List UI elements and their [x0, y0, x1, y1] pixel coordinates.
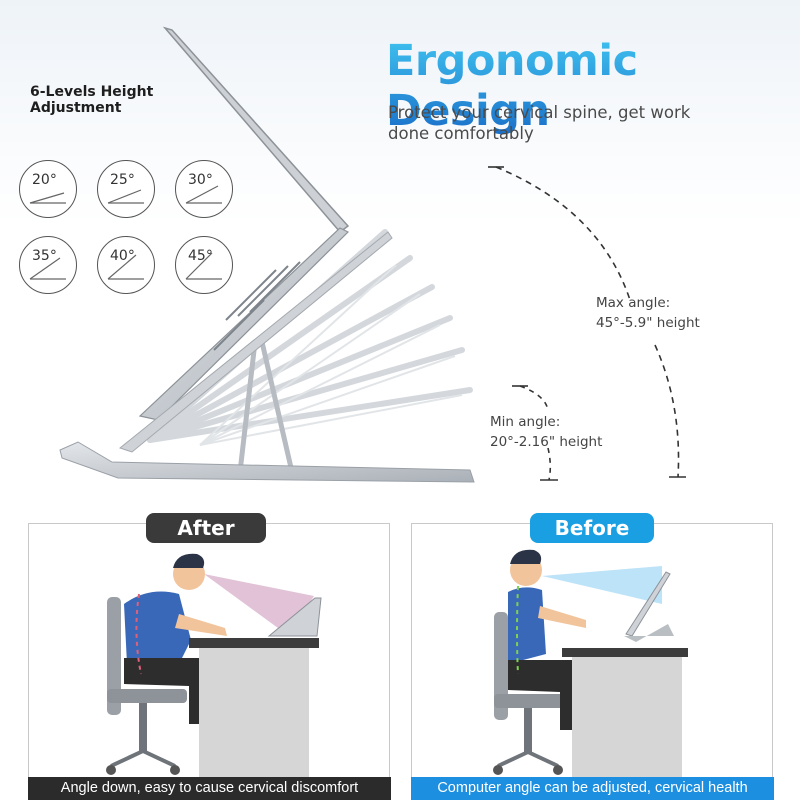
person-torso — [508, 587, 546, 664]
before-badge: Before — [530, 513, 654, 543]
chair-seat — [107, 689, 187, 703]
levels-heading: 6-Levels Height Adjustment — [30, 84, 154, 116]
laptop-keys — [213, 261, 301, 351]
max-angle-annotation: Max angle: 45°-5.9" height — [596, 293, 700, 333]
after-caption: Angle down, easy to cause cervical disco… — [28, 777, 391, 800]
chair-wheel — [106, 765, 116, 775]
stand-top-panel — [118, 231, 393, 453]
angle-icon — [29, 257, 66, 280]
angle-icon — [107, 189, 144, 204]
max-angle-label: Max angle: — [596, 295, 671, 311]
chair-back — [494, 612, 508, 720]
laptop-screen — [162, 26, 350, 234]
desk-top — [562, 648, 688, 657]
chair-legs — [497, 750, 559, 768]
angle-badge-25: 25° — [97, 160, 155, 218]
angle-badge-30: 30° — [175, 160, 233, 218]
person-hair — [510, 549, 542, 564]
min-angle-indicator — [512, 385, 558, 481]
angle-label: 45° — [188, 248, 213, 264]
stand-base — [59, 441, 475, 483]
angle-icon — [107, 254, 144, 280]
after-scene — [106, 553, 322, 778]
view-cone — [204, 574, 314, 636]
stand-support-legs — [237, 341, 295, 473]
angle-label: 25° — [110, 172, 135, 188]
person-legs — [124, 658, 209, 724]
page-title: Ergonomic Design — [386, 36, 786, 136]
desk-laptop — [267, 597, 322, 637]
angle-label: 20° — [32, 172, 57, 188]
chair-legs — [110, 749, 176, 768]
angle-label: 35° — [32, 248, 57, 264]
person-hair — [173, 553, 205, 568]
spine-line — [516, 585, 519, 675]
page-subtitle: Protect your cervical spine, get work do… — [388, 103, 691, 143]
angle-badge-40: 40° — [97, 236, 155, 294]
person-arm — [175, 614, 227, 636]
laptop-stand — [624, 624, 674, 642]
before-scene — [493, 549, 688, 779]
chair-back — [107, 597, 121, 715]
angle-icon — [185, 252, 222, 280]
person-torso — [124, 591, 191, 664]
min-angle-annotation: Min angle: 20°-2.16" height — [490, 412, 602, 452]
max-angle-indicator — [488, 166, 686, 478]
max-angle-value: 45°-5.9" height — [596, 315, 700, 331]
before-caption: Computer angle can be adjusted, cervical… — [411, 777, 774, 800]
desk-body — [199, 648, 309, 778]
min-angle-label: Min angle: — [490, 414, 561, 430]
desk-top — [189, 638, 319, 648]
angle-icon — [29, 192, 66, 204]
spine-line — [135, 593, 142, 675]
chair-wheel — [170, 765, 180, 775]
chair-wheel — [493, 765, 503, 775]
angle-label: 40° — [110, 248, 135, 264]
person-arm — [538, 606, 586, 628]
angle-badge-35: 35° — [19, 236, 77, 294]
before-panel — [411, 523, 773, 797]
min-angle-value: 20°-2.16" height — [490, 434, 603, 450]
chair-wheel — [553, 765, 563, 775]
angle-label: 30° — [188, 172, 213, 188]
chair-post — [139, 703, 147, 751]
stand-laptop — [625, 571, 671, 637]
angle-badge-45: 45° — [175, 236, 233, 294]
angle-badge-20: 20° — [19, 160, 77, 218]
angle-icon — [185, 185, 222, 204]
chair-seat — [494, 694, 572, 708]
person-legs — [508, 660, 578, 730]
after-panel — [28, 523, 390, 797]
view-cone — [542, 566, 662, 604]
desk-body — [572, 657, 682, 779]
laptop-stand-illustration — [59, 26, 686, 483]
chair-post — [524, 708, 532, 752]
after-badge: After — [146, 513, 266, 543]
